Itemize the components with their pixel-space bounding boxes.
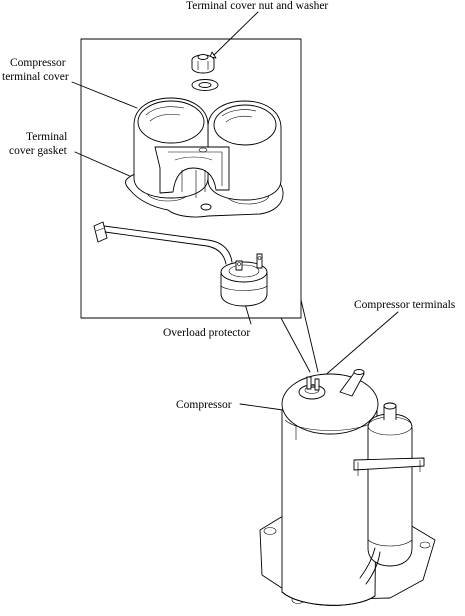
compressor-terminal-cover-icon (133, 97, 282, 201)
washer-icon (191, 79, 219, 91)
label-terminal-cover-gasket-1: Terminal (26, 131, 67, 143)
leader-lines (71, 11, 399, 411)
overload-protector-icon (93, 221, 268, 307)
label-terminal-cover-gasket-2: cover gasket (9, 145, 68, 157)
terminal-cover-nut-icon (191, 54, 215, 74)
label-compressor-terminals: Compressor terminals (354, 299, 456, 311)
compressor-icon (259, 369, 436, 606)
label-compressor: Compressor (176, 399, 232, 411)
label-terminal-cover-nut-washer: Terminal cover nut and washer (186, 0, 328, 12)
detail-box (80, 38, 319, 373)
label-compressor-terminal-cover-1: Compressor (10, 57, 66, 69)
label-compressor-terminal-cover-2: terminal cover (2, 71, 69, 83)
label-overload-protector: Overload protector (163, 327, 250, 339)
